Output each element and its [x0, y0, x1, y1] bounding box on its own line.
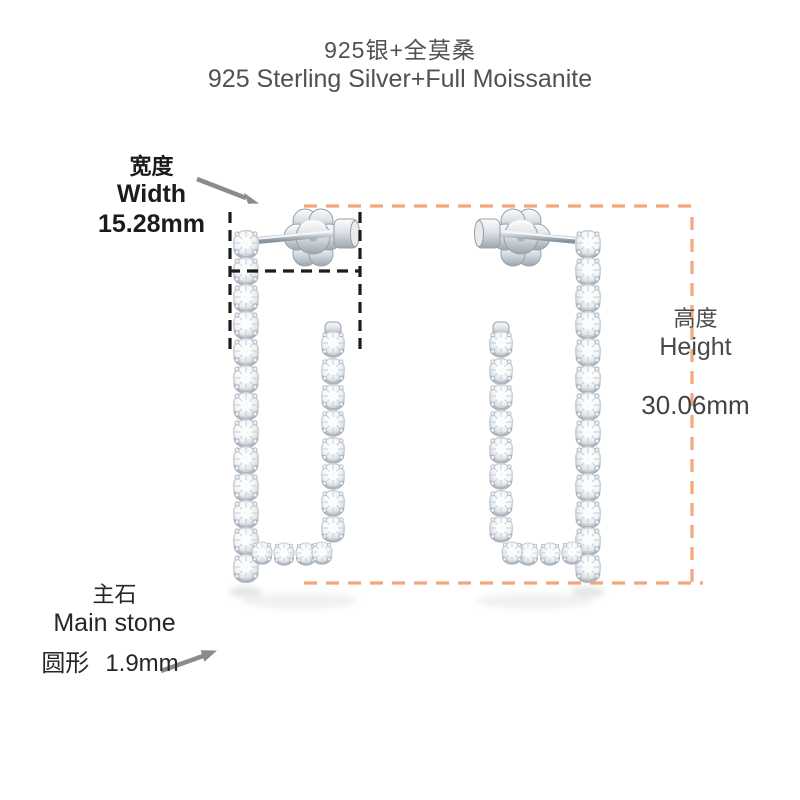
- product-title-zh: 925银+全莫桑: [324, 37, 476, 63]
- main-stone-spec: 圆形 1.9mm: [30, 650, 190, 678]
- reflection-shadows: [230, 586, 604, 609]
- main-stone-size: 1.9mm: [105, 650, 179, 677]
- main-stone-shape: 圆形: [41, 650, 90, 677]
- main-stone-arrow-icon: [160, 650, 217, 674]
- width-annotation: 宽度 Width 15.28mm: [88, 153, 215, 239]
- height-annotation: 高度 Height 30.06mm: [618, 305, 773, 420]
- width-value: 15.28mm: [97, 210, 206, 238]
- height-guide-lines: [304, 204, 703, 585]
- height-label-zh: 高度: [673, 306, 718, 331]
- left-earring: [234, 209, 360, 582]
- main-stone-label-en: Main stone: [53, 609, 176, 637]
- width-guide-lines: [228, 212, 362, 352]
- main-stone-label-zh: 主石: [92, 582, 137, 607]
- width-arrow-icon: [196, 176, 259, 204]
- right-earring: [475, 209, 601, 582]
- product-title-en: 925 Sterling Silver+Full Moissanite: [207, 65, 593, 93]
- width-label-zh: 宽度: [129, 154, 174, 179]
- height-label-en: Height: [659, 333, 732, 361]
- width-label-en: Width: [116, 180, 187, 208]
- height-value: 30.06mm: [641, 390, 750, 420]
- product-title: 925银+全莫桑 925 Sterling Silver+Full Moissa…: [0, 37, 800, 94]
- main-stone-annotation: 主石 Main stone: [42, 582, 187, 638]
